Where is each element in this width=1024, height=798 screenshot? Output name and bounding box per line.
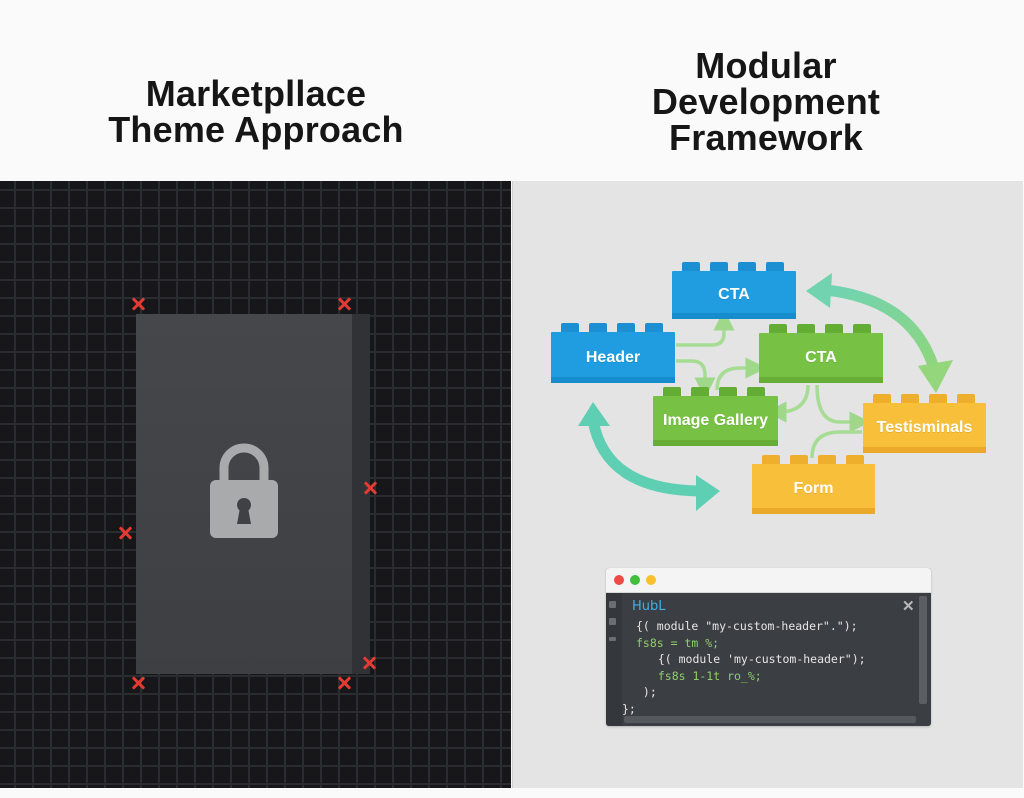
module-label: Form [793,480,834,497]
code-line: {( module 'my-custom-header"); [644,652,866,666]
right-title: Modular Development Framework [560,48,972,156]
error-marker-icon [118,526,132,540]
error-marker-icon [131,297,145,311]
code-line: fs8s = tm %; [636,635,720,650]
error-marker-icon [131,676,145,690]
code-language-label: HubL [632,599,666,614]
horizontal-scrollbar[interactable] [624,716,916,723]
left-title-line-2: Theme Approach [108,109,404,150]
code-line: {( module "my-custom-header"."); [636,619,858,633]
code-editor-window: HubL ✕ {( module "my-custom-header"."); f… [606,568,931,726]
window-close-dot[interactable] [614,575,624,585]
error-marker-icon [337,297,351,311]
error-marker-icon [362,656,376,670]
module-label: Image Gallery [663,412,768,429]
error-marker-icon [337,676,351,690]
module-label: Testisminals [876,419,973,436]
module-block-image-gallery[interactable]: Image Gallery [653,387,778,446]
code-line: fs8s 1-1t ro_%; [644,668,762,683]
code-line: }; [622,701,636,716]
close-icon[interactable]: ✕ [902,598,915,615]
left-title: Marketpllace Theme Approach [40,76,472,148]
module-label: Header [585,348,641,366]
module-block-cta-blue[interactable]: CTA [672,262,796,319]
right-title-line-1: Modular [695,45,837,86]
module-block-form[interactable]: Form [752,455,875,514]
locked-card-shadow [352,314,370,674]
window-maximize-dot[interactable] [630,575,640,585]
right-title-line-3: Framework [669,117,863,158]
module-block-testimonials[interactable]: Testisminals [863,394,986,453]
left-title-line-1: Marketpllace [145,73,367,114]
module-block-header[interactable]: Header [551,323,675,383]
window-minimize-dot[interactable] [646,575,656,585]
padlock-icon [210,443,278,538]
window-titlebar [606,568,931,593]
code-block: {( module "my-custom-header"."); fs8s = t… [622,618,866,717]
error-marker-icon [363,481,377,495]
module-block-cta-green[interactable]: CTA [759,324,883,383]
right-title-line-2: Development [651,81,881,122]
module-label: CTA [718,286,750,303]
code-line: ); [636,685,657,699]
vertical-scrollbar[interactable] [919,596,927,704]
editor-gutter [606,593,622,726]
module-label: CTA [805,349,837,366]
